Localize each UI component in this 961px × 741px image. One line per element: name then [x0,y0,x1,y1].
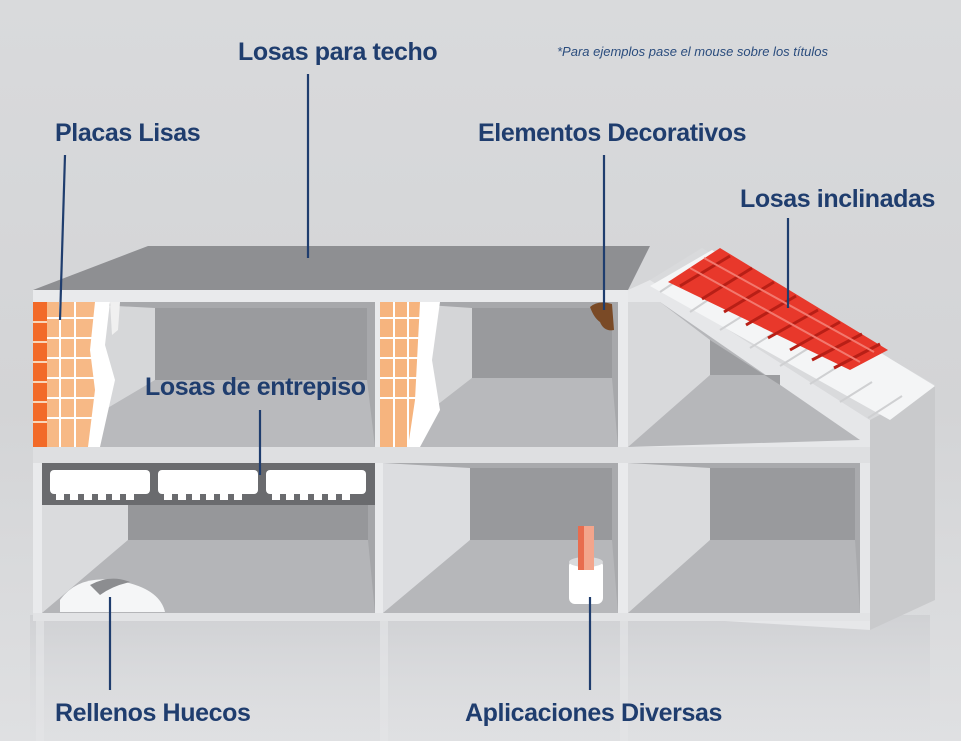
brick-wall-middle [380,302,440,447]
intermediate-slab [33,447,870,463]
label-losas-de-entrepiso[interactable]: Losas de entrepiso [145,373,366,401]
label-elementos-decorativos[interactable]: Elementos Decorativos [478,119,747,147]
decorative-element [590,302,614,331]
entrepiso-slab-panels [42,463,375,505]
hover-hint: *Para ejemplos pase el mouse sobre los t… [557,44,828,59]
flat-roof-slab [33,246,650,290]
label-rellenos-huecos[interactable]: Rellenos Huecos [55,699,251,727]
inclined-roof [650,248,935,420]
leader-lines [58,74,790,690]
label-losas-para-techo[interactable]: Losas para techo [238,38,438,66]
label-placas-lisas[interactable]: Placas Lisas [55,119,201,147]
brick-wall-left [33,302,120,447]
hollow-filler-block [60,579,165,612]
label-aplicaciones-diversas[interactable]: Aplicaciones Diversas [465,699,723,727]
diverse-application-object [569,526,603,604]
label-losas-inclinadas[interactable]: Losas inclinadas [740,185,936,213]
floor-reflection [30,615,930,741]
